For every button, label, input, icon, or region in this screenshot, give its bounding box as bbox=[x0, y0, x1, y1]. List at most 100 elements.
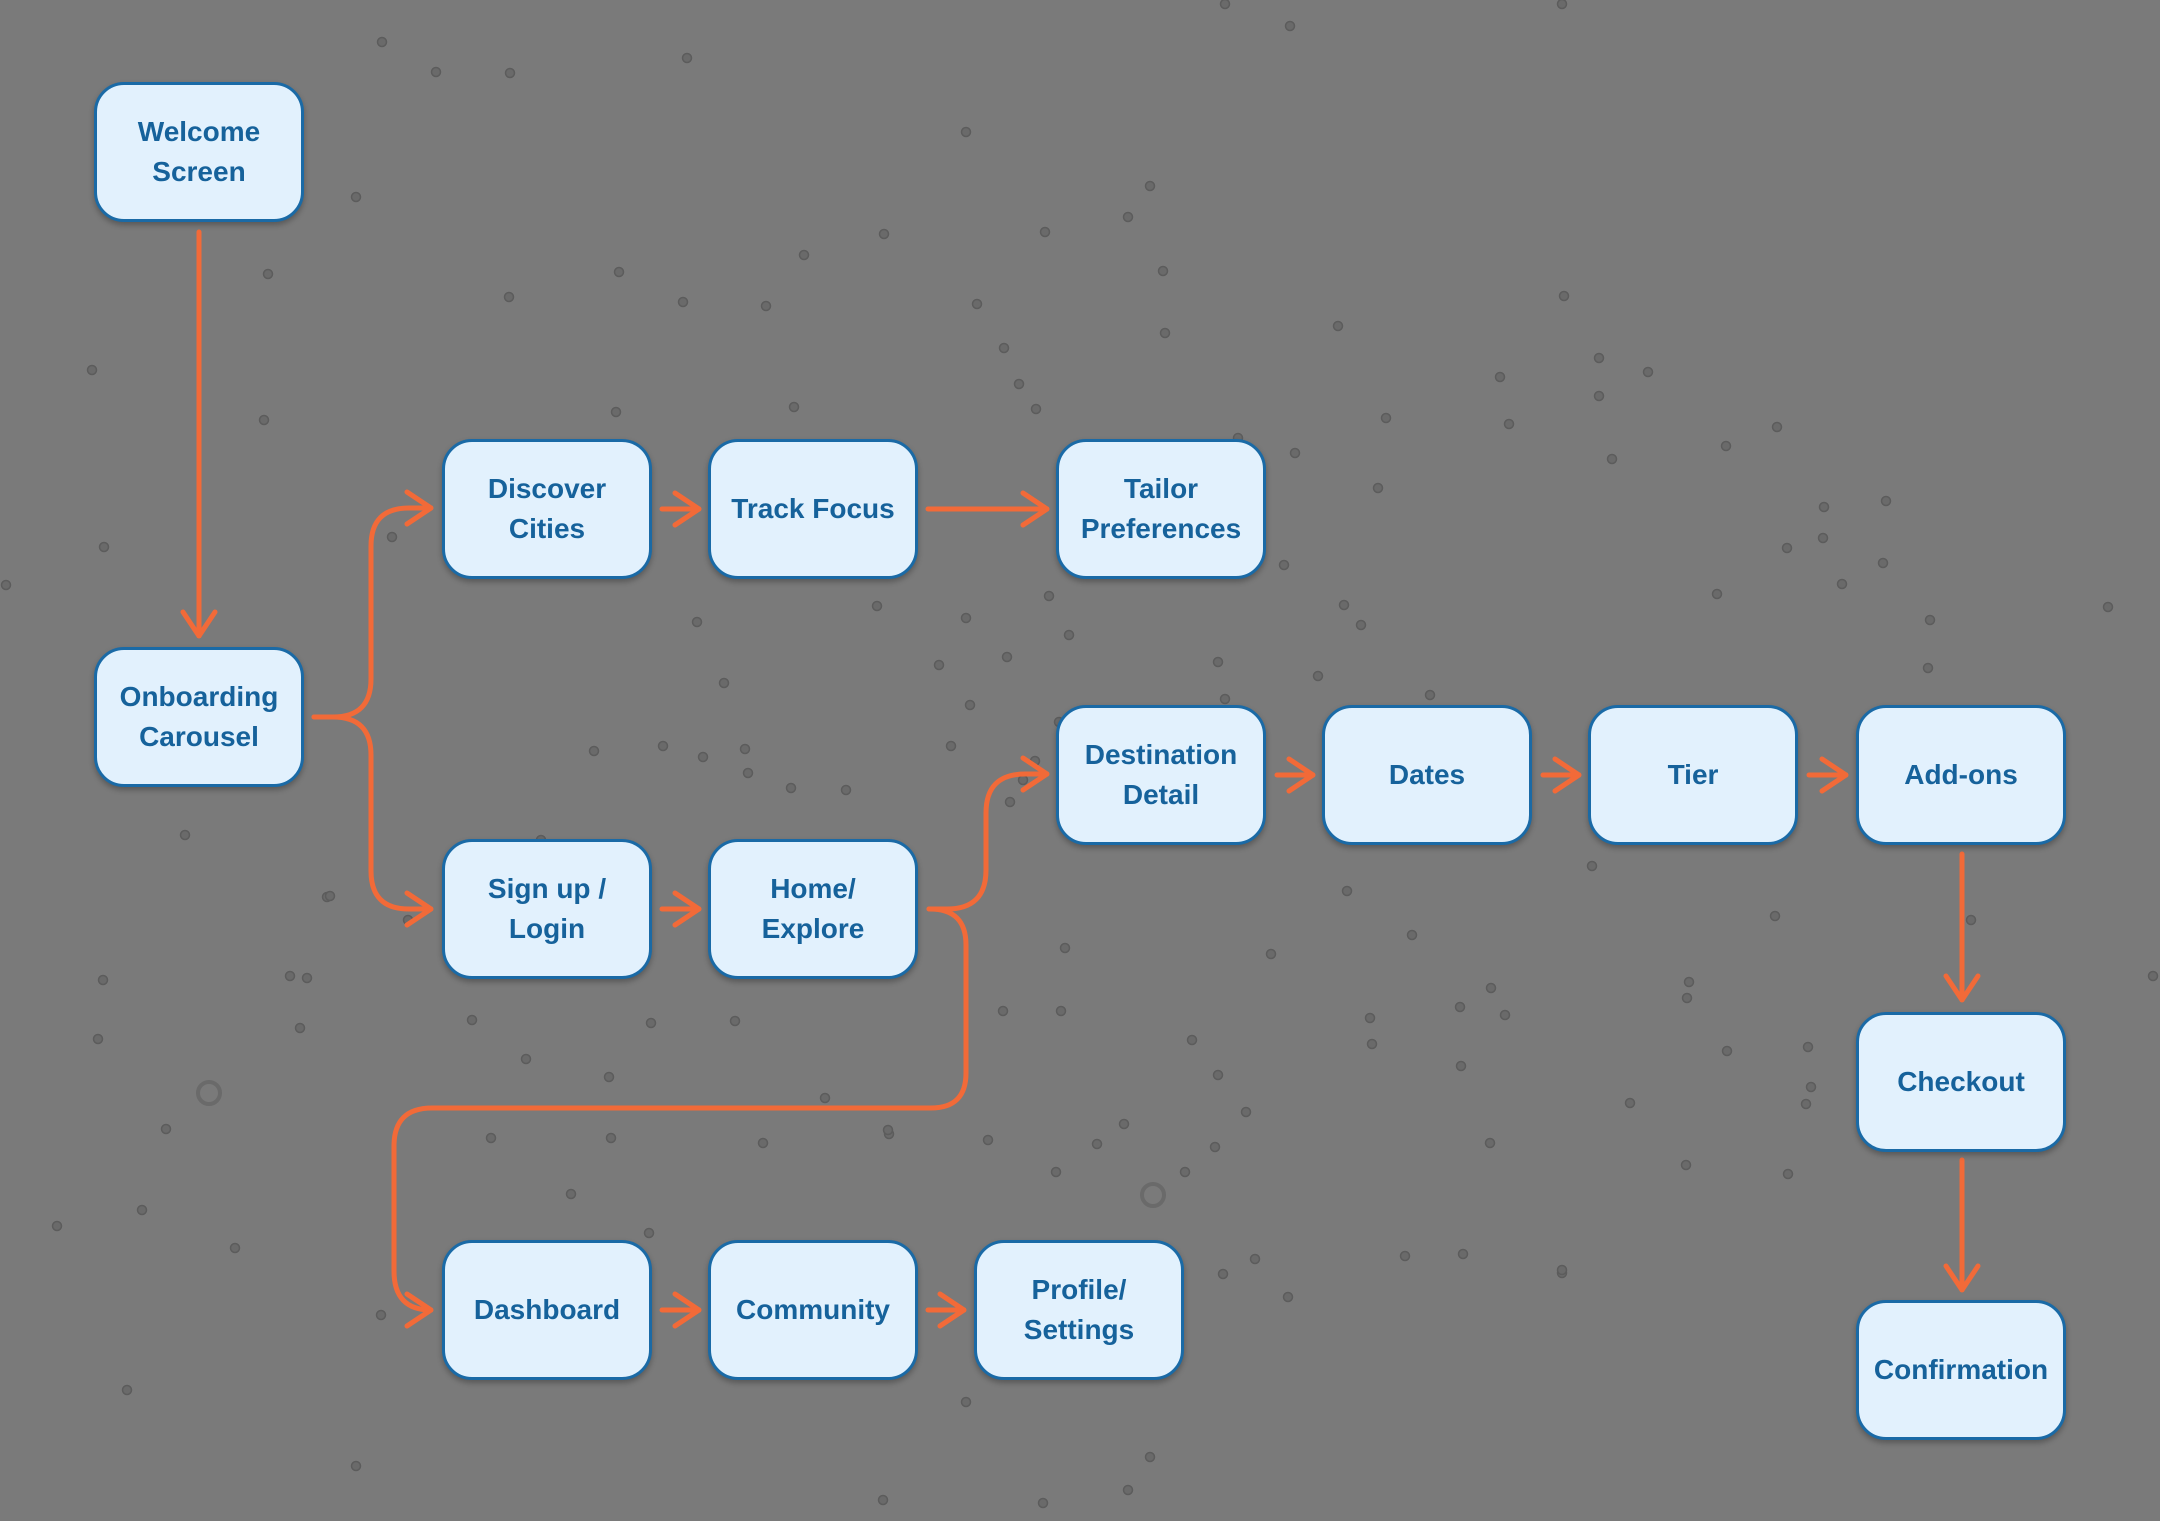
speckle-dot bbox=[1284, 20, 1296, 32]
speckle-dot bbox=[1063, 629, 1075, 641]
speckle-dot bbox=[466, 1014, 478, 1026]
speckle-dot bbox=[1212, 1069, 1224, 1081]
speckle-dot bbox=[798, 249, 810, 261]
node-onboarding-carousel[interactable]: Onboarding Carousel bbox=[94, 647, 304, 787]
speckle-dot bbox=[1642, 366, 1654, 378]
speckle-dot bbox=[998, 342, 1010, 354]
node-track-focus[interactable]: Track Focus bbox=[708, 439, 918, 579]
speckle-dot bbox=[1484, 1137, 1496, 1149]
speckle-dot bbox=[1282, 1291, 1294, 1303]
node-tier[interactable]: Tier bbox=[1588, 705, 1798, 845]
node-confirmation[interactable]: Confirmation bbox=[1856, 1300, 2066, 1440]
speckle-dot bbox=[1880, 495, 1892, 507]
speckle-dot bbox=[588, 745, 600, 757]
speckle-dot bbox=[1606, 453, 1618, 465]
speckle-dot bbox=[1499, 1009, 1511, 1021]
speckle-dot bbox=[1922, 662, 1934, 674]
node-destination-detail[interactable]: Destination Detail bbox=[1056, 705, 1266, 845]
speckle-dot bbox=[1681, 992, 1693, 1004]
speckle-dot bbox=[504, 67, 516, 79]
node-dates[interactable]: Dates bbox=[1322, 705, 1532, 845]
speckle-dot bbox=[1836, 578, 1848, 590]
speckle-dot bbox=[301, 972, 313, 984]
arrow-onboarding-to-discover bbox=[311, 508, 434, 720]
speckle-dot bbox=[982, 1134, 994, 1146]
speckle-ring bbox=[196, 1080, 222, 1106]
speckle-dot bbox=[718, 677, 730, 689]
speckle-dot bbox=[788, 401, 800, 413]
speckle-dot bbox=[1219, 0, 1231, 10]
speckle-dot bbox=[160, 1123, 172, 1135]
speckle-dot bbox=[1818, 501, 1830, 513]
speckle-dot bbox=[1503, 418, 1515, 430]
speckle-dot bbox=[1711, 588, 1723, 600]
speckle-dot bbox=[1366, 1038, 1378, 1050]
node-discover-cities[interactable]: Discover Cities bbox=[442, 439, 652, 579]
speckle-dot bbox=[819, 1092, 831, 1104]
speckle-dot bbox=[1157, 265, 1169, 277]
speckle-dot bbox=[1355, 619, 1367, 631]
speckle-dot bbox=[294, 1022, 306, 1034]
speckle-dot bbox=[1485, 982, 1497, 994]
speckle-dot bbox=[945, 740, 957, 752]
speckle-dot bbox=[1424, 689, 1436, 701]
speckle-dot bbox=[1217, 1268, 1229, 1280]
speckle-dot bbox=[565, 1188, 577, 1200]
speckle-dot bbox=[92, 1033, 104, 1045]
speckle-dot bbox=[1454, 1001, 1466, 1013]
node-profile-settings[interactable]: Profile/ Settings bbox=[974, 1240, 1184, 1380]
node-checkout[interactable]: Checkout bbox=[1856, 1012, 2066, 1152]
speckle-dot bbox=[1059, 942, 1071, 954]
speckle-dot bbox=[97, 974, 109, 986]
speckle-dot bbox=[1332, 320, 1344, 332]
speckle-dot bbox=[613, 266, 625, 278]
speckle-dot bbox=[1312, 670, 1324, 682]
speckle-dot bbox=[1212, 656, 1224, 668]
speckle-dot bbox=[785, 782, 797, 794]
speckle-dot bbox=[350, 191, 362, 203]
node-signup-login[interactable]: Sign up / Login bbox=[442, 839, 652, 979]
speckle-dot bbox=[1965, 914, 1977, 926]
speckle-dot bbox=[1721, 1045, 1733, 1057]
speckle-dot bbox=[229, 1242, 241, 1254]
speckle-dot bbox=[1624, 1097, 1636, 1109]
speckle-dot bbox=[1091, 1138, 1103, 1150]
speckle-dot bbox=[375, 1309, 387, 1321]
speckle-dot bbox=[1122, 1484, 1134, 1496]
node-home-explore[interactable]: Home/ Explore bbox=[708, 839, 918, 979]
speckle-dot bbox=[1039, 226, 1051, 238]
speckle-dot bbox=[1771, 421, 1783, 433]
speckle-dot bbox=[1593, 390, 1605, 402]
speckle-dot bbox=[1278, 559, 1290, 571]
node-tailor-preferences[interactable]: Tailor Preferences bbox=[1056, 439, 1266, 579]
speckle-dot bbox=[1782, 1168, 1794, 1180]
speckle-dot bbox=[1055, 1005, 1067, 1017]
node-dashboard[interactable]: Dashboard bbox=[442, 1240, 652, 1380]
speckle-dot bbox=[1338, 599, 1350, 611]
node-community[interactable]: Community bbox=[708, 1240, 918, 1380]
speckle-dot bbox=[376, 36, 388, 48]
speckle-dot bbox=[840, 784, 852, 796]
node-add-ons[interactable]: Add-ons bbox=[1856, 705, 2066, 845]
speckle-dot bbox=[1179, 1166, 1191, 1178]
speckle-dot bbox=[1720, 440, 1732, 452]
speckle-dot bbox=[960, 1396, 972, 1408]
arrow-onboarding-to-signup bbox=[311, 714, 434, 909]
speckle-dot bbox=[1004, 796, 1016, 808]
speckle-dot bbox=[1144, 180, 1156, 192]
speckle-dot bbox=[760, 300, 772, 312]
speckle-dot bbox=[1013, 378, 1025, 390]
node-welcome-screen[interactable]: Welcome Screen bbox=[94, 82, 304, 222]
speckle-dot bbox=[1494, 371, 1506, 383]
speckle-dot bbox=[1805, 1081, 1817, 1093]
speckle-dot bbox=[603, 1071, 615, 1083]
speckle-dot bbox=[1122, 211, 1134, 223]
speckle-dot bbox=[324, 890, 336, 902]
speckle-dot bbox=[1802, 1041, 1814, 1053]
speckle-dot bbox=[1800, 1098, 1812, 1110]
arrow-home-to-destination bbox=[926, 774, 1050, 912]
speckle-dot bbox=[878, 228, 890, 240]
speckle-dot bbox=[610, 406, 622, 418]
speckle-dot bbox=[1558, 290, 1570, 302]
